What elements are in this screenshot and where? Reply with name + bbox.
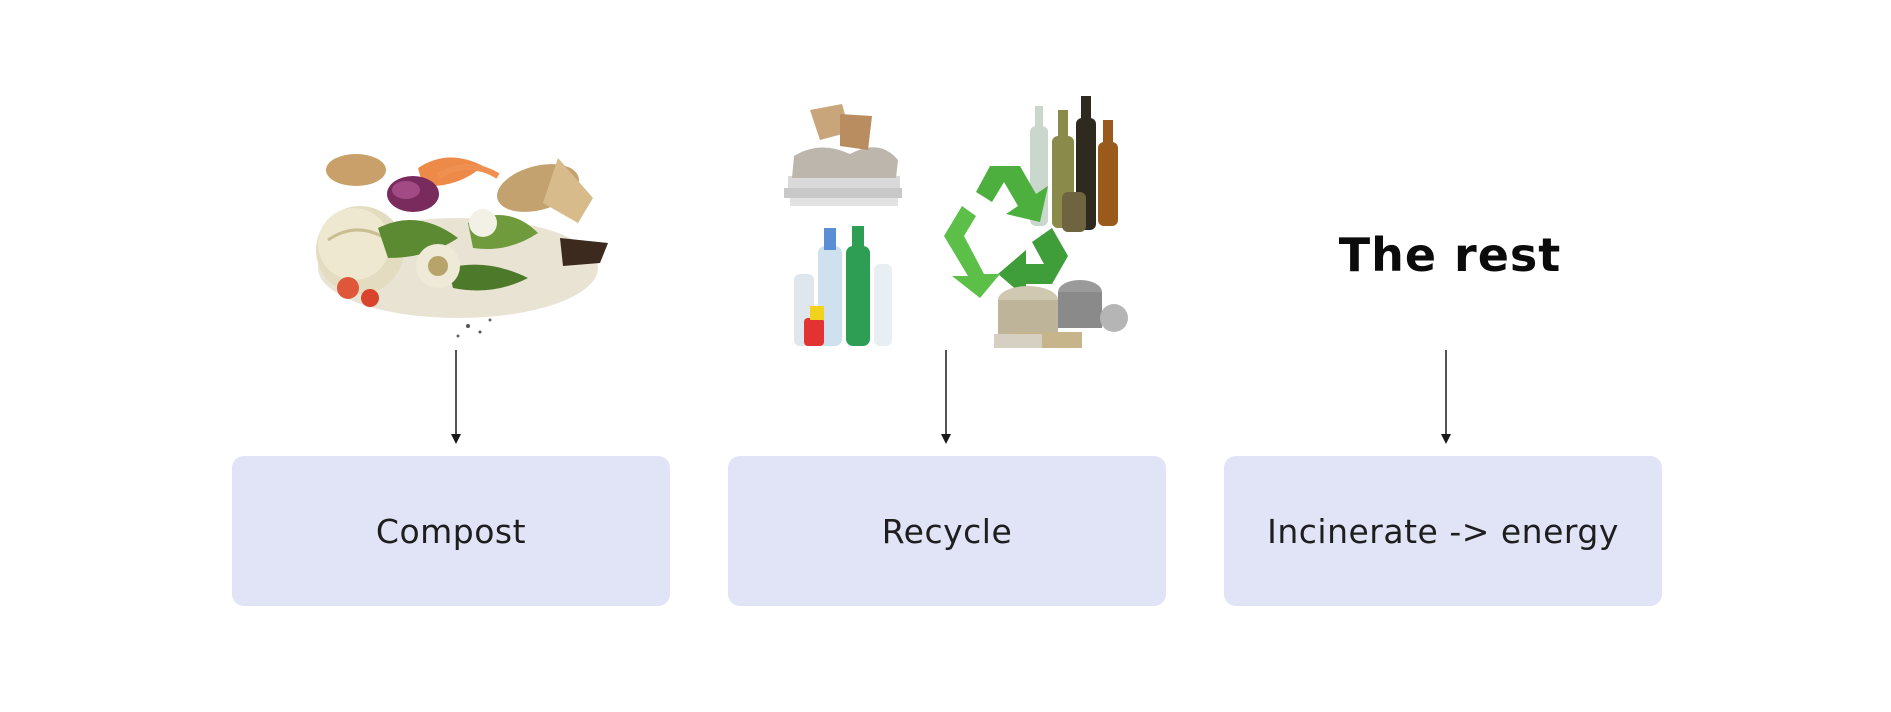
recyclables-with-recycle-symbol-image <box>780 96 1140 358</box>
recycle-box: Recycle <box>728 456 1166 606</box>
food-scraps-image <box>308 148 608 348</box>
recycle-icon <box>944 166 1068 298</box>
incinerate-label: Incinerate -> energy <box>1267 512 1619 551</box>
arrow-down-recycle <box>940 350 952 451</box>
incinerate-box: Incinerate -> energy <box>1224 456 1662 606</box>
compost-label: Compost <box>376 512 526 551</box>
the-rest-title: The rest <box>1320 228 1580 282</box>
arrow-down-compost <box>450 350 462 451</box>
compost-box: Compost <box>232 456 670 606</box>
recycle-label: Recycle <box>882 512 1013 551</box>
arrow-down-rest <box>1440 350 1452 451</box>
